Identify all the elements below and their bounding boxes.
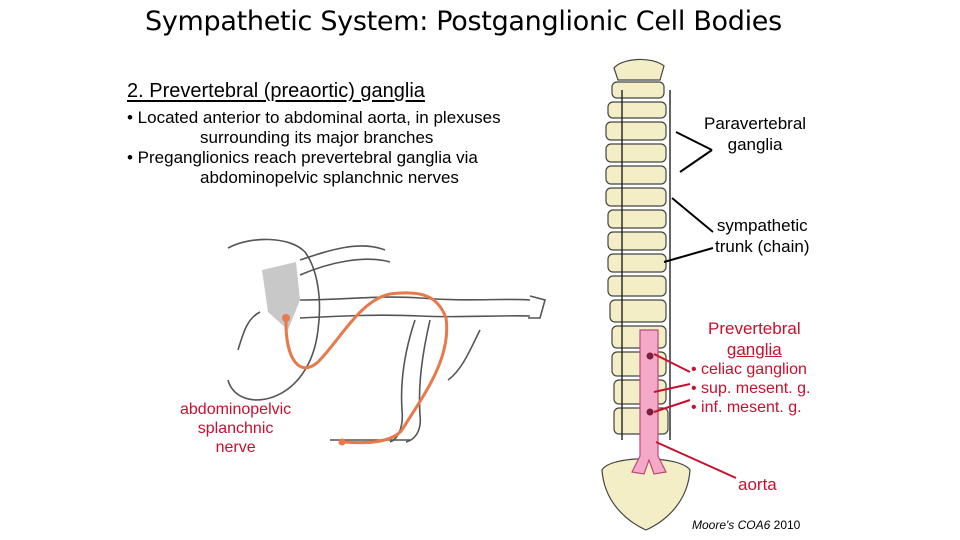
splanchnic-nerve-path [284, 291, 449, 445]
citation: Moore's COA6 2010 [692, 518, 800, 532]
trunk-label: sympathetic trunk (chain) [715, 216, 810, 256]
leader-lines [663, 131, 714, 263]
bullet-2-line1: • Preganglionics reach prevertebral gang… [127, 148, 478, 167]
bullet-1-line1: • Located anterior to abdominal aorta, i… [127, 108, 501, 127]
postganglionic-cell-body [338, 438, 346, 446]
celiac-ganglion-dot [646, 352, 654, 360]
ganglia-item-inf-mesent: • inf. mesent. g. [691, 399, 802, 416]
bullet-1-line2: surrounding its major branches [200, 128, 434, 147]
citation-source: Moore's COA6 [692, 518, 771, 532]
bullet-list: • Located anterior to abdominal aorta, i… [127, 108, 501, 188]
spinal-cord-illustration [227, 238, 546, 443]
ganglia-list: • celiac ganglion • sup. mesent. g. • in… [691, 360, 810, 417]
aorta-shape [631, 329, 667, 475]
slide-title: Sympathetic System: Postganglionic Cell … [145, 6, 782, 37]
prevertebral-label: Prevertebral ganglia [708, 319, 801, 359]
bullet-2-line2: abdominopelvic splanchnic nerves [200, 168, 459, 187]
ganglia-item-celiac: • celiac ganglion [691, 361, 807, 378]
splanchnic-label: abdominopelvic splanchnic nerve [180, 401, 292, 456]
slide-subtitle: 2. Prevertebral (preaortic) ganglia [127, 80, 425, 102]
citation-year: 2010 [770, 518, 801, 532]
ganglia-item-sup-mesent: • sup. mesent. g. [691, 380, 811, 397]
paravertebral-label: Paravertebral ganglia [704, 114, 807, 154]
preganglionic-cell-body [282, 314, 290, 322]
leader-lines-red [653, 353, 737, 479]
dorsal-horn-shading [262, 262, 300, 330]
aorta-label: aorta [738, 475, 777, 494]
inf-mesent-ganglion-dot [646, 408, 654, 416]
sympathetic-chain [621, 90, 671, 440]
